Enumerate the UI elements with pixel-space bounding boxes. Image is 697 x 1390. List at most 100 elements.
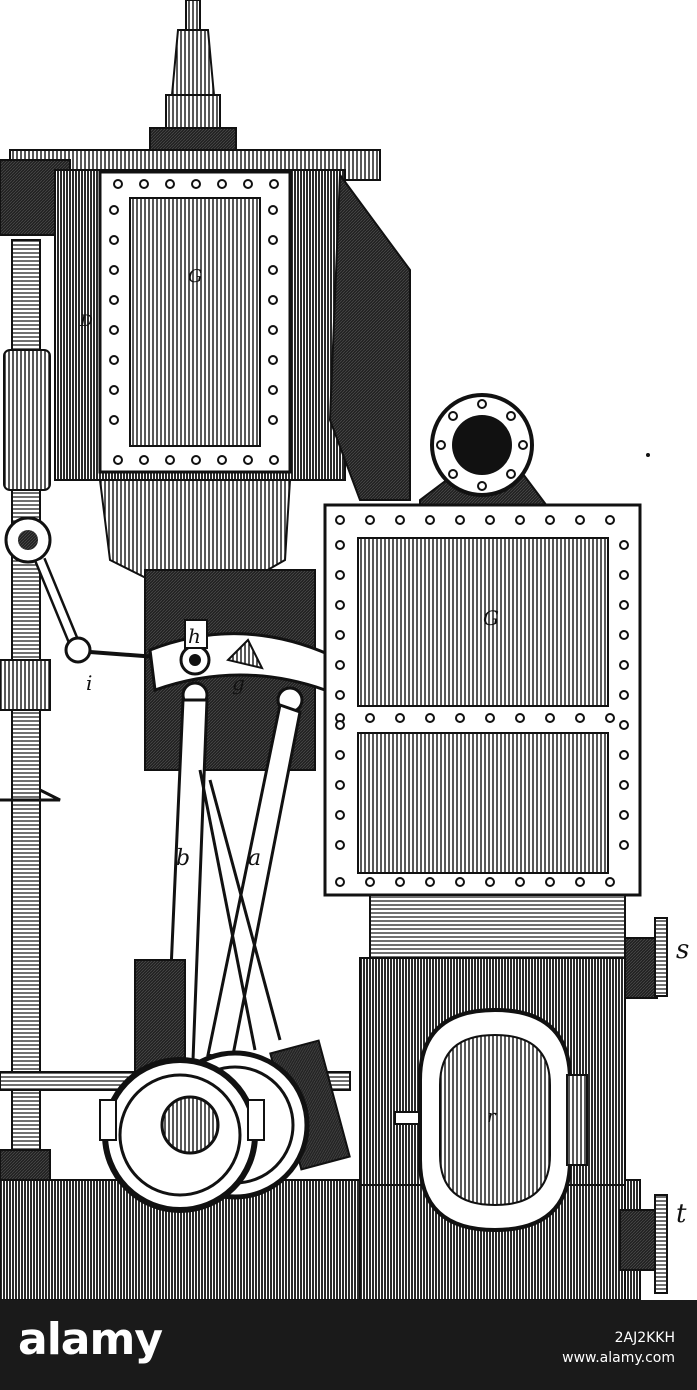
label-h: h <box>188 624 201 648</box>
rivet <box>619 540 629 550</box>
stock-footer-bar: alamy 2AJ2KKH www.alamy.com <box>0 1300 697 1390</box>
rivet <box>619 750 629 760</box>
rivet <box>268 385 278 395</box>
rivet <box>365 877 375 887</box>
condenser-chest <box>323 503 642 897</box>
rivet <box>605 877 615 887</box>
rivet <box>448 468 459 479</box>
rivet <box>109 385 119 395</box>
label-d: D <box>79 311 93 330</box>
rivet <box>619 840 629 850</box>
rivet <box>109 205 119 215</box>
left-rod-column <box>0 239 61 1181</box>
rivet <box>268 355 278 365</box>
rivet <box>485 515 495 525</box>
label-right-g: G <box>483 606 499 630</box>
rivet <box>365 713 375 723</box>
rivet <box>335 515 345 525</box>
rivet <box>619 570 629 580</box>
cylinder-panel <box>98 170 292 474</box>
rivet <box>425 515 435 525</box>
site-url: www.alamy.com <box>562 1350 675 1366</box>
rivet <box>335 570 345 580</box>
rivet <box>448 411 459 422</box>
rivet <box>575 877 585 887</box>
rivet <box>619 780 629 790</box>
rivet <box>515 877 525 887</box>
air-pump-chamber <box>359 894 626 1300</box>
rivet <box>335 877 345 887</box>
rivet <box>395 877 405 887</box>
rivet <box>268 265 278 275</box>
rivet <box>139 455 149 465</box>
valve-wheel-t <box>619 1194 668 1294</box>
rivet <box>619 810 629 820</box>
rivet <box>113 455 123 465</box>
rivet <box>109 265 119 275</box>
alamy-logo: alamy <box>18 1314 163 1365</box>
rivet <box>425 877 435 887</box>
rivet <box>545 877 555 887</box>
rivet <box>139 179 149 189</box>
rivet <box>268 205 278 215</box>
rivet <box>619 660 629 670</box>
rivet <box>455 515 465 525</box>
rivet <box>335 750 345 760</box>
rivet <box>269 179 279 189</box>
rivet <box>619 600 629 610</box>
rivet <box>268 325 278 335</box>
rivet <box>395 515 405 525</box>
rivet <box>485 713 495 723</box>
label-i: i <box>86 671 92 695</box>
rivet <box>191 179 201 189</box>
rivet <box>268 415 278 425</box>
rivet <box>619 720 629 730</box>
rivet <box>575 515 585 525</box>
rivet <box>335 630 345 640</box>
rivet <box>269 455 279 465</box>
rivet <box>619 630 629 640</box>
label-g: g <box>232 671 245 695</box>
rivet <box>515 515 525 525</box>
rivet <box>109 235 119 245</box>
rivet <box>335 600 345 610</box>
rivet <box>477 481 487 491</box>
rivet <box>335 720 345 730</box>
valve-wheel-s <box>624 917 668 999</box>
lower-guide-body <box>98 479 292 581</box>
rivet <box>109 355 119 365</box>
rivet <box>477 399 487 409</box>
rivet <box>335 840 345 850</box>
rivet <box>109 415 119 425</box>
label-r: r <box>487 1106 497 1127</box>
rivet <box>335 810 345 820</box>
speck-dot <box>646 453 650 457</box>
rivet <box>268 235 278 245</box>
label-t: t <box>676 1199 687 1229</box>
rivet <box>165 455 175 465</box>
steam-engine-engraving: G D G h g i b a s t r <box>0 0 689 1300</box>
image-id: 2AJ2KKH <box>614 1330 675 1346</box>
rivet <box>335 780 345 790</box>
rivet <box>243 455 253 465</box>
rivet <box>113 179 123 189</box>
rivet <box>455 877 465 887</box>
rivet <box>335 690 345 700</box>
rivet <box>545 713 555 723</box>
rivet <box>575 713 585 723</box>
rivet <box>518 440 528 450</box>
rivet <box>365 515 375 525</box>
rivet <box>109 295 119 305</box>
label-top-g: G <box>188 266 202 287</box>
rivet <box>515 713 525 723</box>
eccentric-wheels <box>99 1050 310 1213</box>
rivet <box>505 468 516 479</box>
rivet <box>436 440 446 450</box>
part-labels: G D G h g i b a s t r <box>79 266 689 1229</box>
rivet <box>217 179 227 189</box>
rivet <box>243 179 253 189</box>
rivet <box>605 515 615 525</box>
rivet <box>191 455 201 465</box>
rivet <box>425 713 435 723</box>
outlet-pipe-flange <box>419 393 552 511</box>
